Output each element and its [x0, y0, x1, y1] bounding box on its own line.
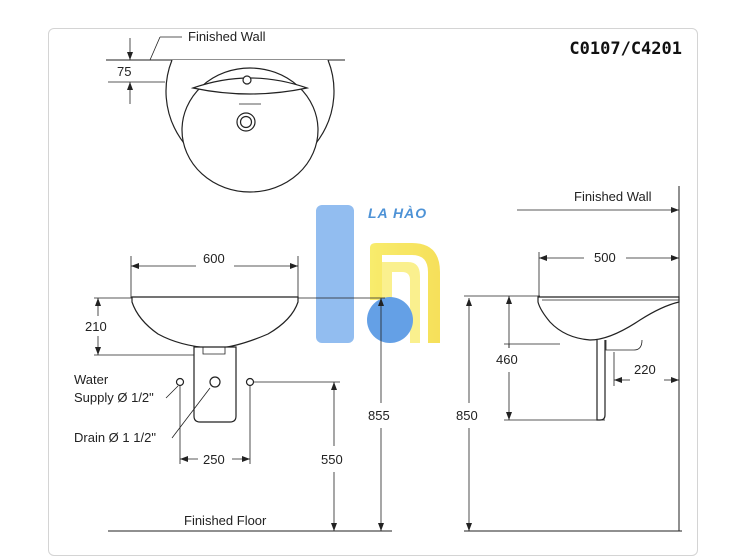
dim-drain-spacing: 250 [203, 452, 225, 467]
top-wall-leader [149, 36, 161, 61]
front-drain-hole [209, 376, 221, 388]
front-supply-right [245, 377, 255, 387]
arrowhead [242, 456, 250, 462]
label-finished-wall-side: Finished Wall [574, 189, 652, 204]
watermark-blue-circle [367, 297, 413, 343]
arrowhead [95, 347, 101, 355]
arrowhead [671, 377, 679, 383]
label-finished-floor: Finished Floor [184, 513, 267, 528]
dim-side-pedestal-height: 460 [496, 352, 518, 367]
arrowhead [614, 377, 622, 383]
arrowhead [466, 523, 472, 531]
top-faucet-hole [242, 75, 252, 85]
arrowhead [127, 82, 133, 90]
dim-front-width: 600 [203, 251, 225, 266]
dim-rim-height-side: 850 [456, 408, 478, 423]
arrowhead [506, 412, 512, 420]
dim-rim-height-front: 855 [368, 408, 390, 423]
arrowhead [671, 207, 679, 213]
front-basin [131, 296, 299, 349]
watermark-logo: LA HÀO [316, 205, 440, 343]
arrowhead [466, 298, 472, 306]
arrowhead [378, 523, 384, 531]
front-supply-left [175, 377, 185, 387]
dim-side-depth: 500 [594, 250, 616, 265]
label-finished-wall-top: Finished Wall [188, 29, 266, 44]
side-trap [605, 339, 643, 351]
dim-side-trap-offset: 220 [634, 362, 656, 377]
arrowhead [290, 263, 298, 269]
top-faucet-deck [190, 77, 310, 95]
front-view: 600 210 Water Supply Ø 1/2" Drain Ø 1 1/… [74, 251, 392, 532]
side-basin [537, 296, 680, 341]
arrowhead [131, 263, 139, 269]
arrowhead [539, 255, 547, 261]
side-pedestal [596, 340, 606, 421]
arrowhead [331, 523, 337, 531]
label-water-supply-size: Supply Ø 1/2" [74, 390, 154, 405]
drain-leader [171, 387, 211, 439]
arrowhead [95, 298, 101, 306]
dim-top-offset: 75 [117, 64, 131, 79]
side-view: Finished Wall 500 460 220 [456, 186, 682, 532]
top-view: Finished Wall 75 [106, 29, 345, 193]
watermark-yellow-arch [370, 243, 440, 343]
top-drain-inner [239, 115, 253, 129]
dim-supply-height: 550 [321, 452, 343, 467]
watermark-text: LA HÀO [368, 205, 427, 221]
arrowhead [331, 382, 337, 390]
supply-leader [165, 385, 179, 399]
arrowhead [127, 52, 133, 60]
front-pedestal-trap [202, 347, 226, 355]
label-water-supply: Water [74, 372, 109, 387]
arrowhead [378, 298, 384, 306]
dim-basin-height: 210 [85, 319, 107, 334]
watermark-blue-bar [316, 205, 354, 343]
arrowhead [180, 456, 188, 462]
arrowhead [671, 255, 679, 261]
model-code: C0107/C4201 [569, 39, 682, 59]
label-drain: Drain Ø 1 1/2" [74, 430, 156, 445]
